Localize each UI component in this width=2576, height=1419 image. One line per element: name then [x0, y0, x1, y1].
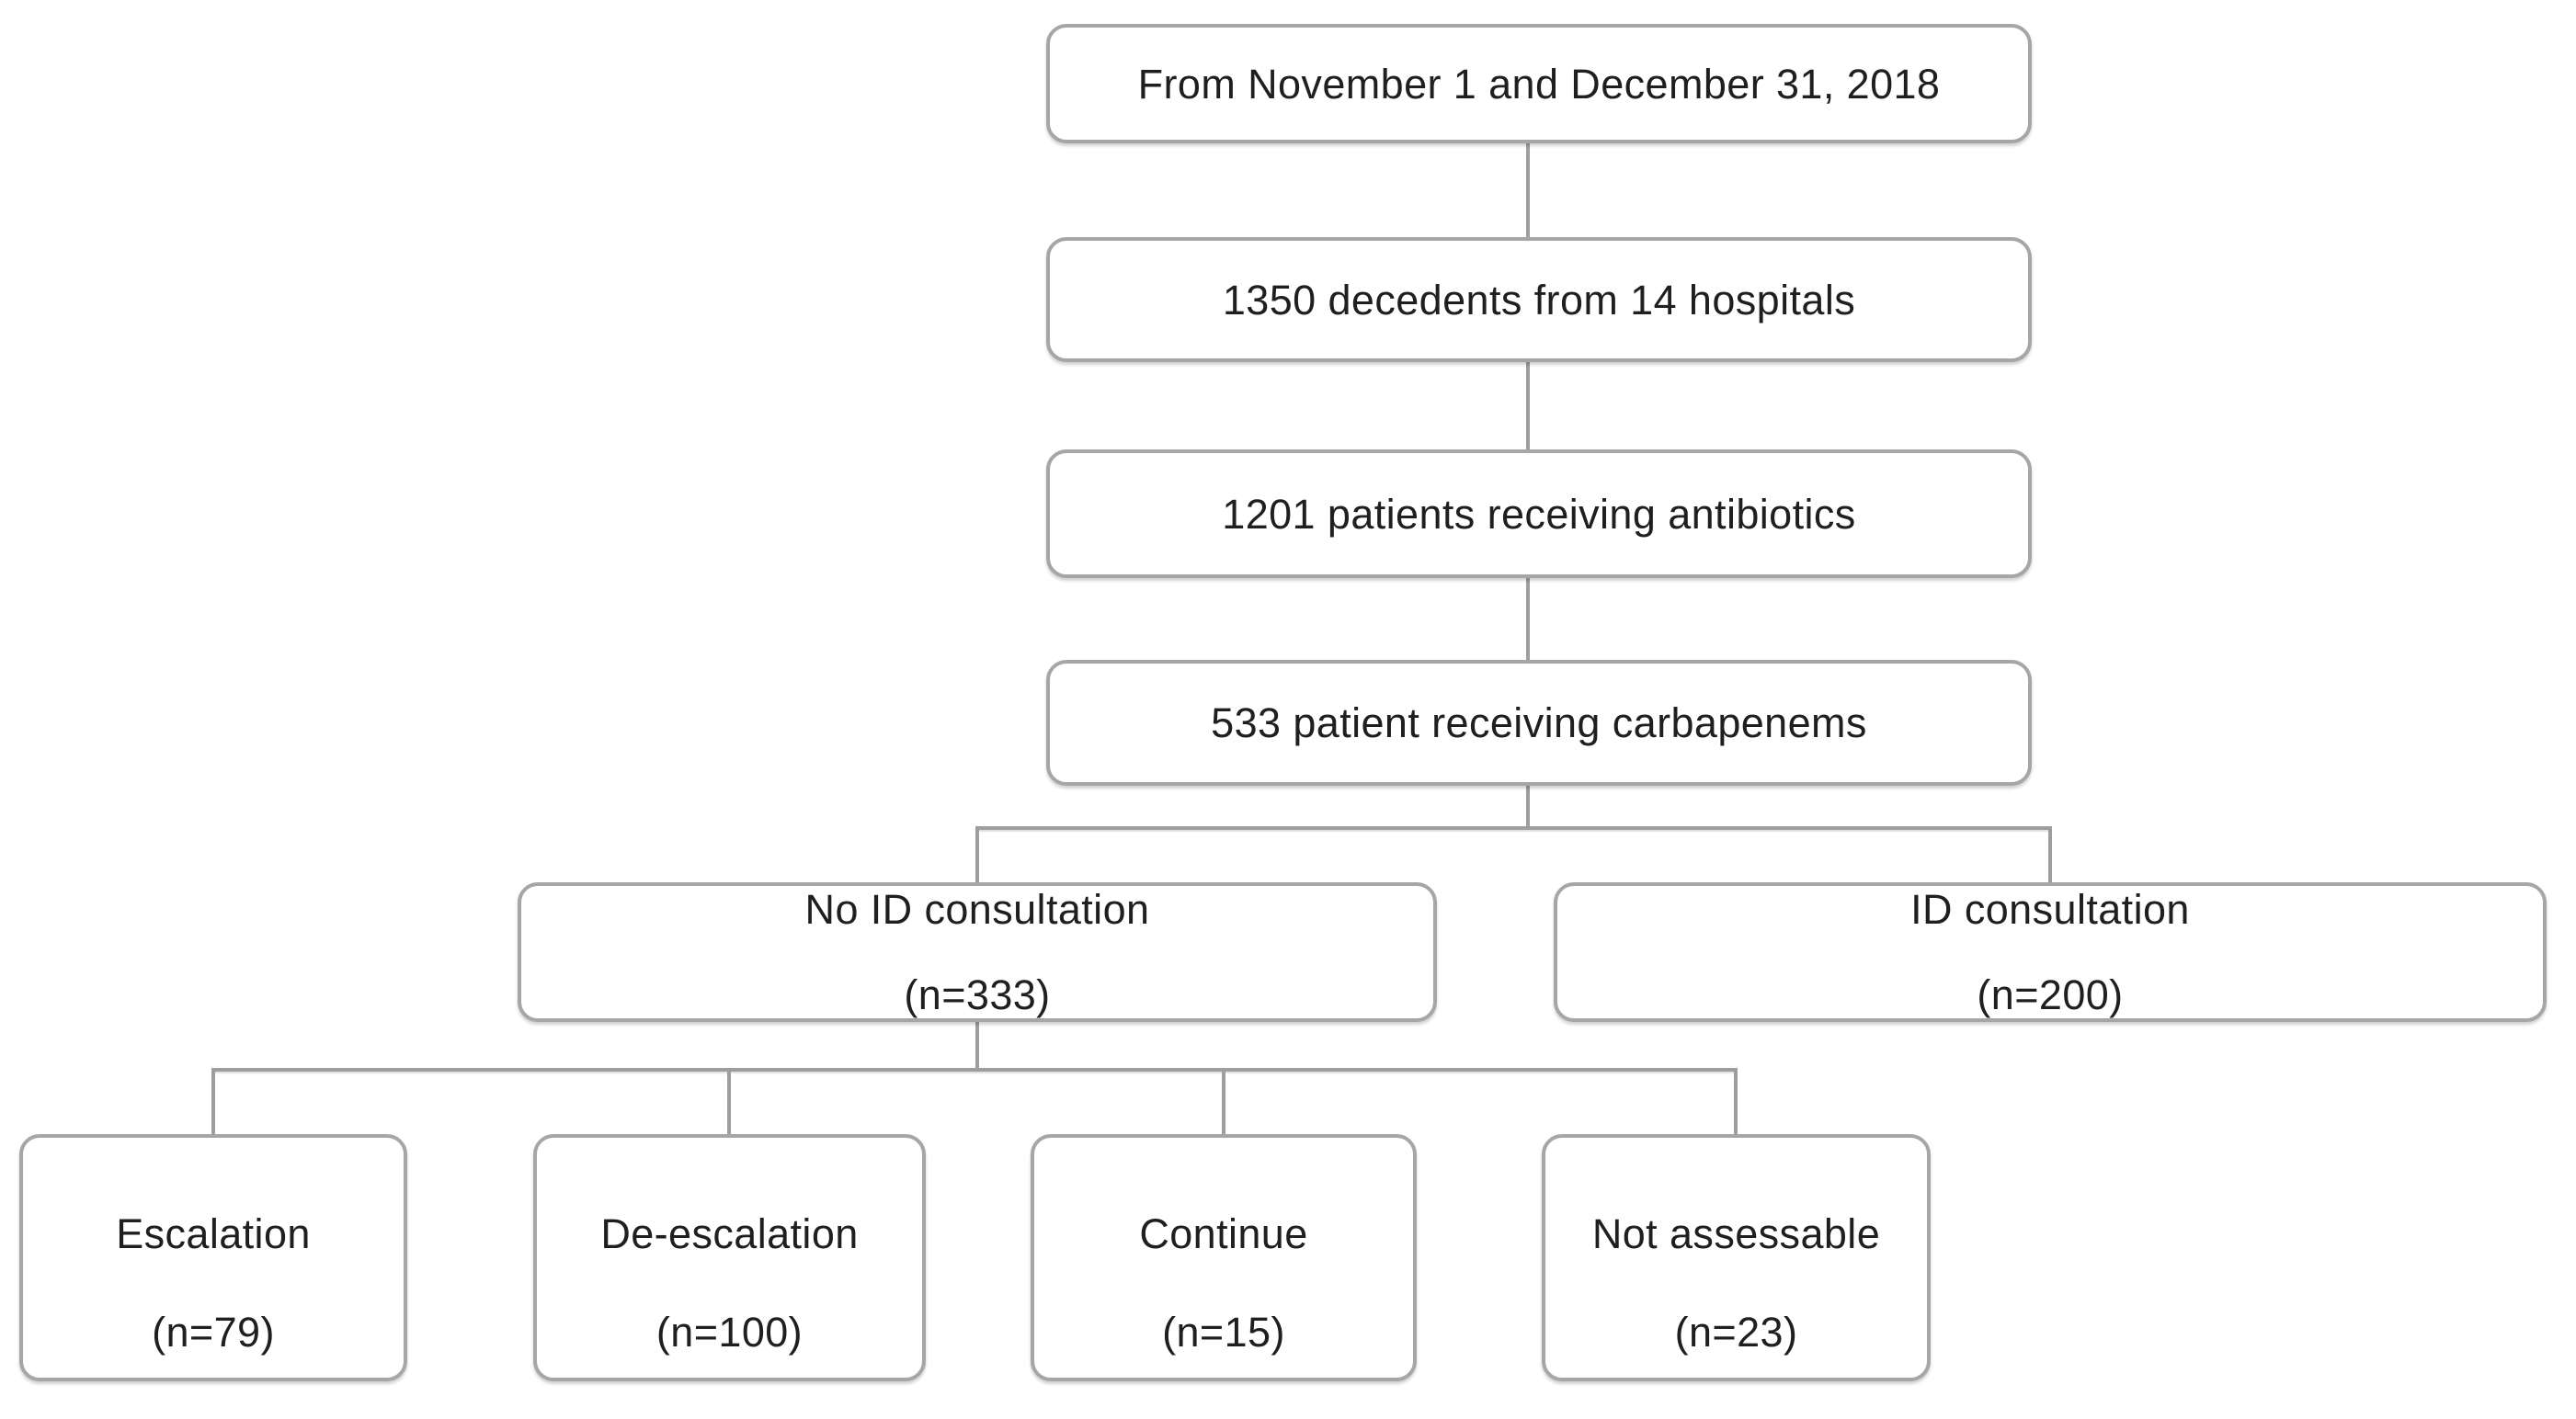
flow-box-escalation-count: (n=79) — [152, 1309, 275, 1356]
flow-box-period: From November 1 and December 31, 2018 — [1046, 24, 2032, 143]
flow-box-decedents-label: 1350 decedents from 14 hospitals — [1222, 276, 1856, 324]
connector-drop-id — [2048, 826, 2052, 882]
flow-box-continue: Continue (n=15) — [1031, 1134, 1417, 1381]
flow-box-carbapenems: 533 patient receiving carbapenems — [1046, 660, 2032, 786]
connector-drop-de-escalation — [727, 1068, 731, 1134]
flow-box-de-escalation-label: De-escalation — [600, 1210, 859, 1257]
flow-box-no-id-consultation-label: No ID consultation — [804, 886, 1150, 933]
connector-drop-escalation — [211, 1068, 215, 1134]
connector-drop-not-assessable — [1734, 1068, 1738, 1134]
flow-box-not-assessable: Not assessable (n=23) — [1542, 1134, 1931, 1381]
flow-box-antibiotics: 1201 patients receiving antibiotics — [1046, 449, 2032, 578]
flow-box-antibiotics-label: 1201 patients receiving antibiotics — [1222, 490, 1856, 538]
connector-period-decedents — [1526, 143, 1530, 237]
flow-box-de-escalation-count: (n=100) — [655, 1309, 804, 1356]
connector-drop-continue — [1222, 1068, 1225, 1134]
flow-box-not-assessable-label: Not assessable — [1591, 1210, 1881, 1257]
connector-branch-outcomes — [211, 1068, 1738, 1072]
connector-antibiotics-carbapenems — [1526, 578, 1530, 660]
connector-drop-no-id — [975, 826, 979, 882]
connector-branch-consultation — [975, 826, 2052, 830]
flow-box-de-escalation: De-escalation (n=100) — [533, 1134, 926, 1381]
connector-carbapenems-stem — [1526, 786, 1530, 830]
flow-box-id-consultation-label: ID consultation — [1910, 886, 2190, 933]
flow-box-period-label: From November 1 and December 31, 2018 — [1137, 60, 1941, 108]
flow-box-not-assessable-count: (n=23) — [1674, 1309, 1798, 1356]
connector-decedents-antibiotics — [1526, 362, 1530, 449]
connector-no-id-stem — [975, 1022, 979, 1072]
flow-box-carbapenems-label: 533 patient receiving carbapenems — [1211, 699, 1867, 746]
flow-box-id-consultation-count: (n=200) — [1977, 971, 2124, 1018]
flow-box-continue-count: (n=15) — [1162, 1309, 1285, 1356]
flow-box-decedents: 1350 decedents from 14 hospitals — [1046, 237, 2032, 362]
flow-box-continue-label: Continue — [1139, 1210, 1308, 1257]
flow-box-no-id-consultation-count: (n=333) — [904, 971, 1051, 1018]
flow-box-id-consultation: ID consultation (n=200) — [1554, 882, 2547, 1022]
flow-box-no-id-consultation: No ID consultation (n=333) — [518, 882, 1437, 1022]
flow-box-escalation: Escalation (n=79) — [19, 1134, 407, 1381]
flow-box-escalation-label: Escalation — [116, 1210, 311, 1257]
